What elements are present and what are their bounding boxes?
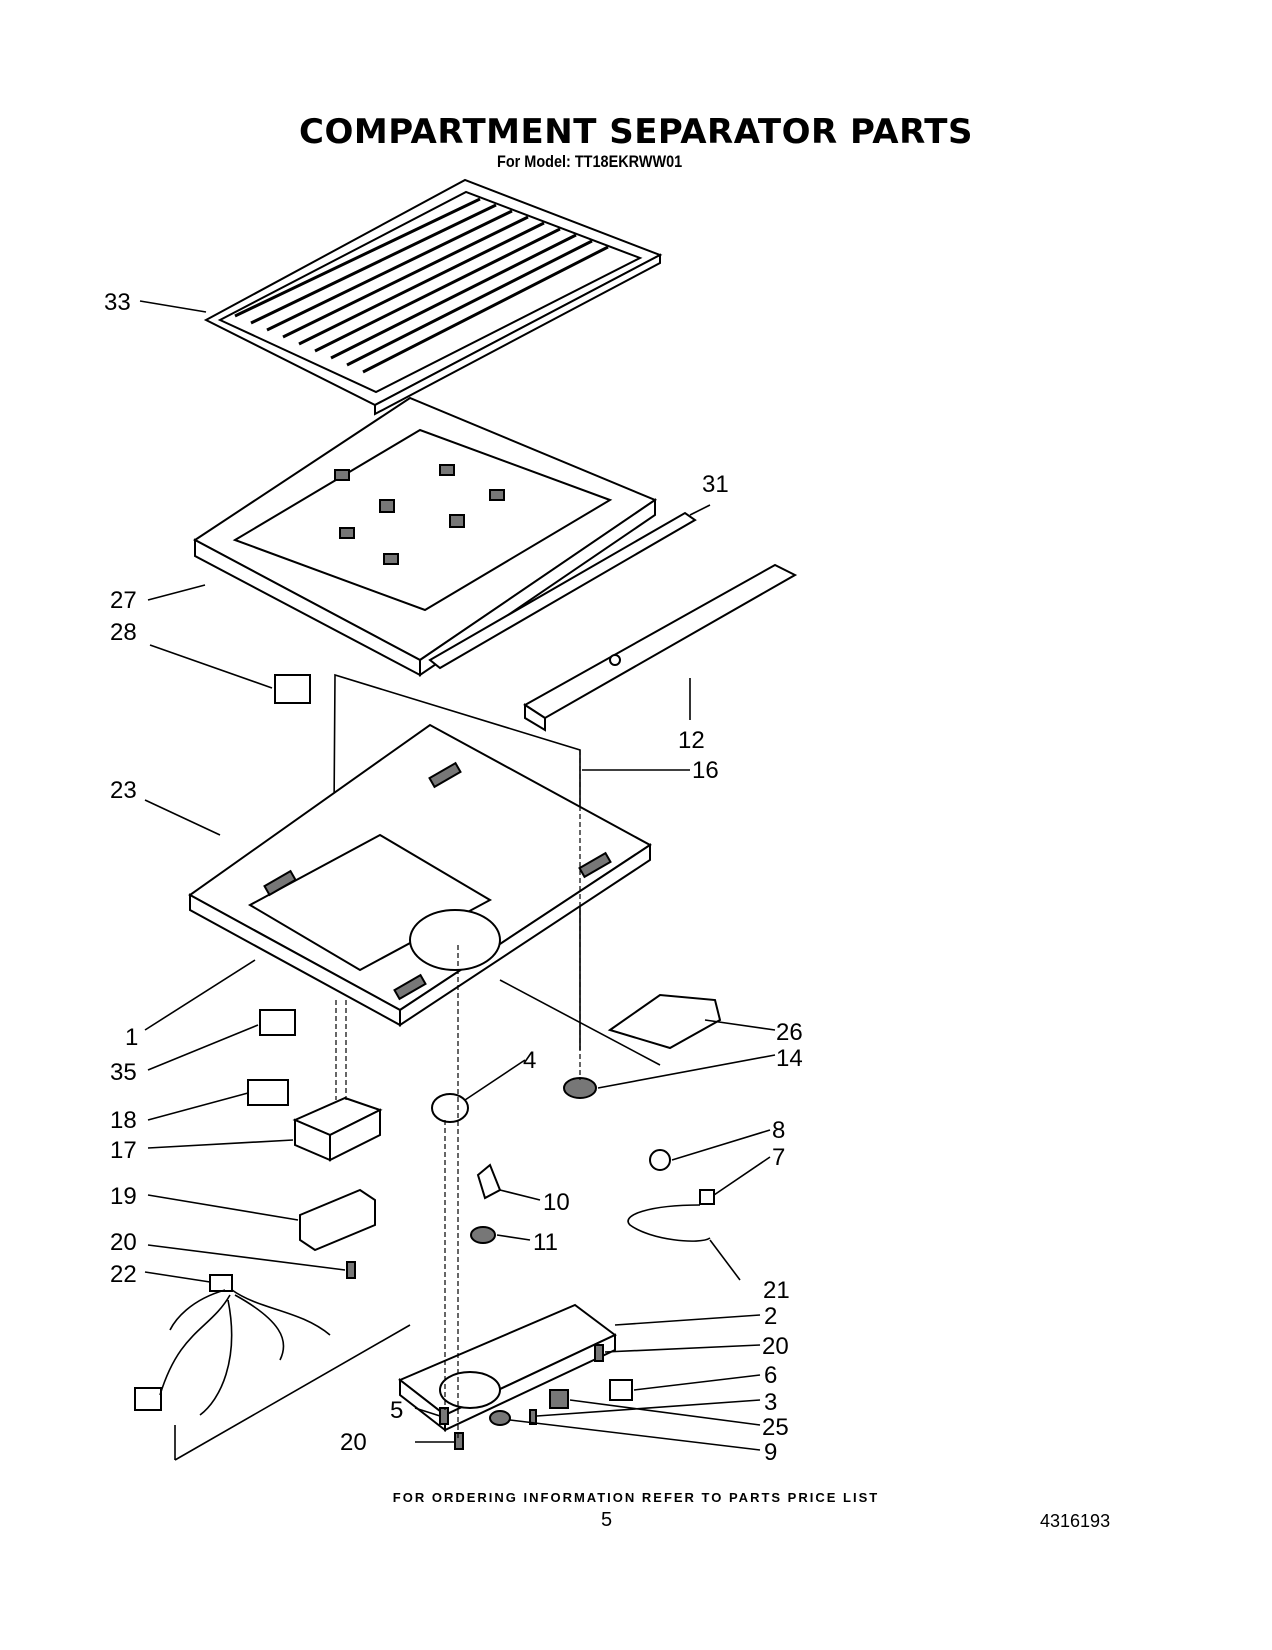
callout-23: 23	[110, 777, 137, 804]
part-28-block	[274, 674, 311, 704]
part-19	[299, 1188, 376, 1252]
callout-17: 17	[110, 1137, 137, 1164]
callout-21: 21	[763, 1277, 790, 1304]
callout-5: 5	[390, 1397, 403, 1424]
part-35	[259, 1009, 296, 1036]
callout-6: 6	[764, 1362, 777, 1389]
shelf-grille-part-33	[203, 178, 663, 416]
insulation-part-26	[607, 993, 722, 1050]
channel-part-12	[523, 563, 798, 732]
ordering-info-note: FOR ORDERING INFORMATION REFER TO PARTS …	[392, 1490, 880, 1505]
part-11	[470, 1226, 496, 1244]
screw-part-20	[346, 1261, 356, 1279]
screw-part-20-c	[454, 1432, 464, 1450]
part-6	[609, 1379, 633, 1401]
part-9	[489, 1410, 511, 1426]
callout-14: 14	[776, 1045, 803, 1072]
separator-frame-part-27	[193, 396, 658, 677]
callout-11: 11	[533, 1229, 558, 1256]
callout-20-a: 20	[110, 1229, 137, 1256]
socket-part-7	[699, 1189, 715, 1205]
part-25	[549, 1389, 569, 1409]
strip-part-31	[428, 511, 697, 670]
callout-20-b: 20	[762, 1333, 789, 1360]
wire-part-21	[627, 1204, 711, 1242]
part-18	[247, 1079, 289, 1106]
callout-9: 9	[764, 1439, 777, 1466]
model-subtitle: For Model: TT18EKRWW01	[497, 152, 683, 171]
callout-22: 22	[110, 1261, 137, 1288]
document-number: 4316193	[1040, 1511, 1111, 1531]
part-14	[563, 1077, 597, 1099]
callout-16: 16	[692, 757, 719, 784]
callout-20-c: 20	[340, 1429, 367, 1456]
callout-27: 27	[110, 587, 137, 614]
callout-1: 1	[125, 1024, 138, 1051]
callout-31: 31	[702, 471, 729, 498]
control-housing-part-17	[292, 1096, 383, 1162]
callout-10: 10	[543, 1189, 570, 1216]
screw-part-5	[439, 1407, 449, 1425]
callout-18: 18	[110, 1107, 137, 1134]
wiring-harness-part-22	[134, 1274, 331, 1416]
light-housing-part-2	[398, 1303, 617, 1433]
screw-part-20-b	[594, 1344, 604, 1362]
callout-2: 2	[764, 1303, 777, 1330]
screw-part-3	[529, 1409, 537, 1425]
callout-35: 35	[110, 1059, 137, 1086]
callout-3: 3	[764, 1389, 777, 1416]
callout-26: 26	[776, 1019, 803, 1046]
part-4	[431, 1093, 469, 1123]
evaporator-cover-part-23	[188, 723, 652, 1027]
callout-12: 12	[678, 727, 705, 754]
callout-19: 19	[110, 1183, 137, 1210]
part-10	[476, 1163, 502, 1200]
callout-33: 33	[104, 289, 131, 316]
page-number: 5	[601, 1509, 613, 1531]
page-title: COMPARTMENT SEPARATOR PARTS	[299, 112, 973, 152]
callout-4: 4	[523, 1047, 536, 1074]
callout-7: 7	[772, 1144, 785, 1171]
bulb-part-8	[649, 1149, 671, 1171]
callout-28: 28	[110, 619, 137, 646]
callout-8: 8	[772, 1117, 785, 1144]
callout-25: 25	[762, 1414, 789, 1441]
